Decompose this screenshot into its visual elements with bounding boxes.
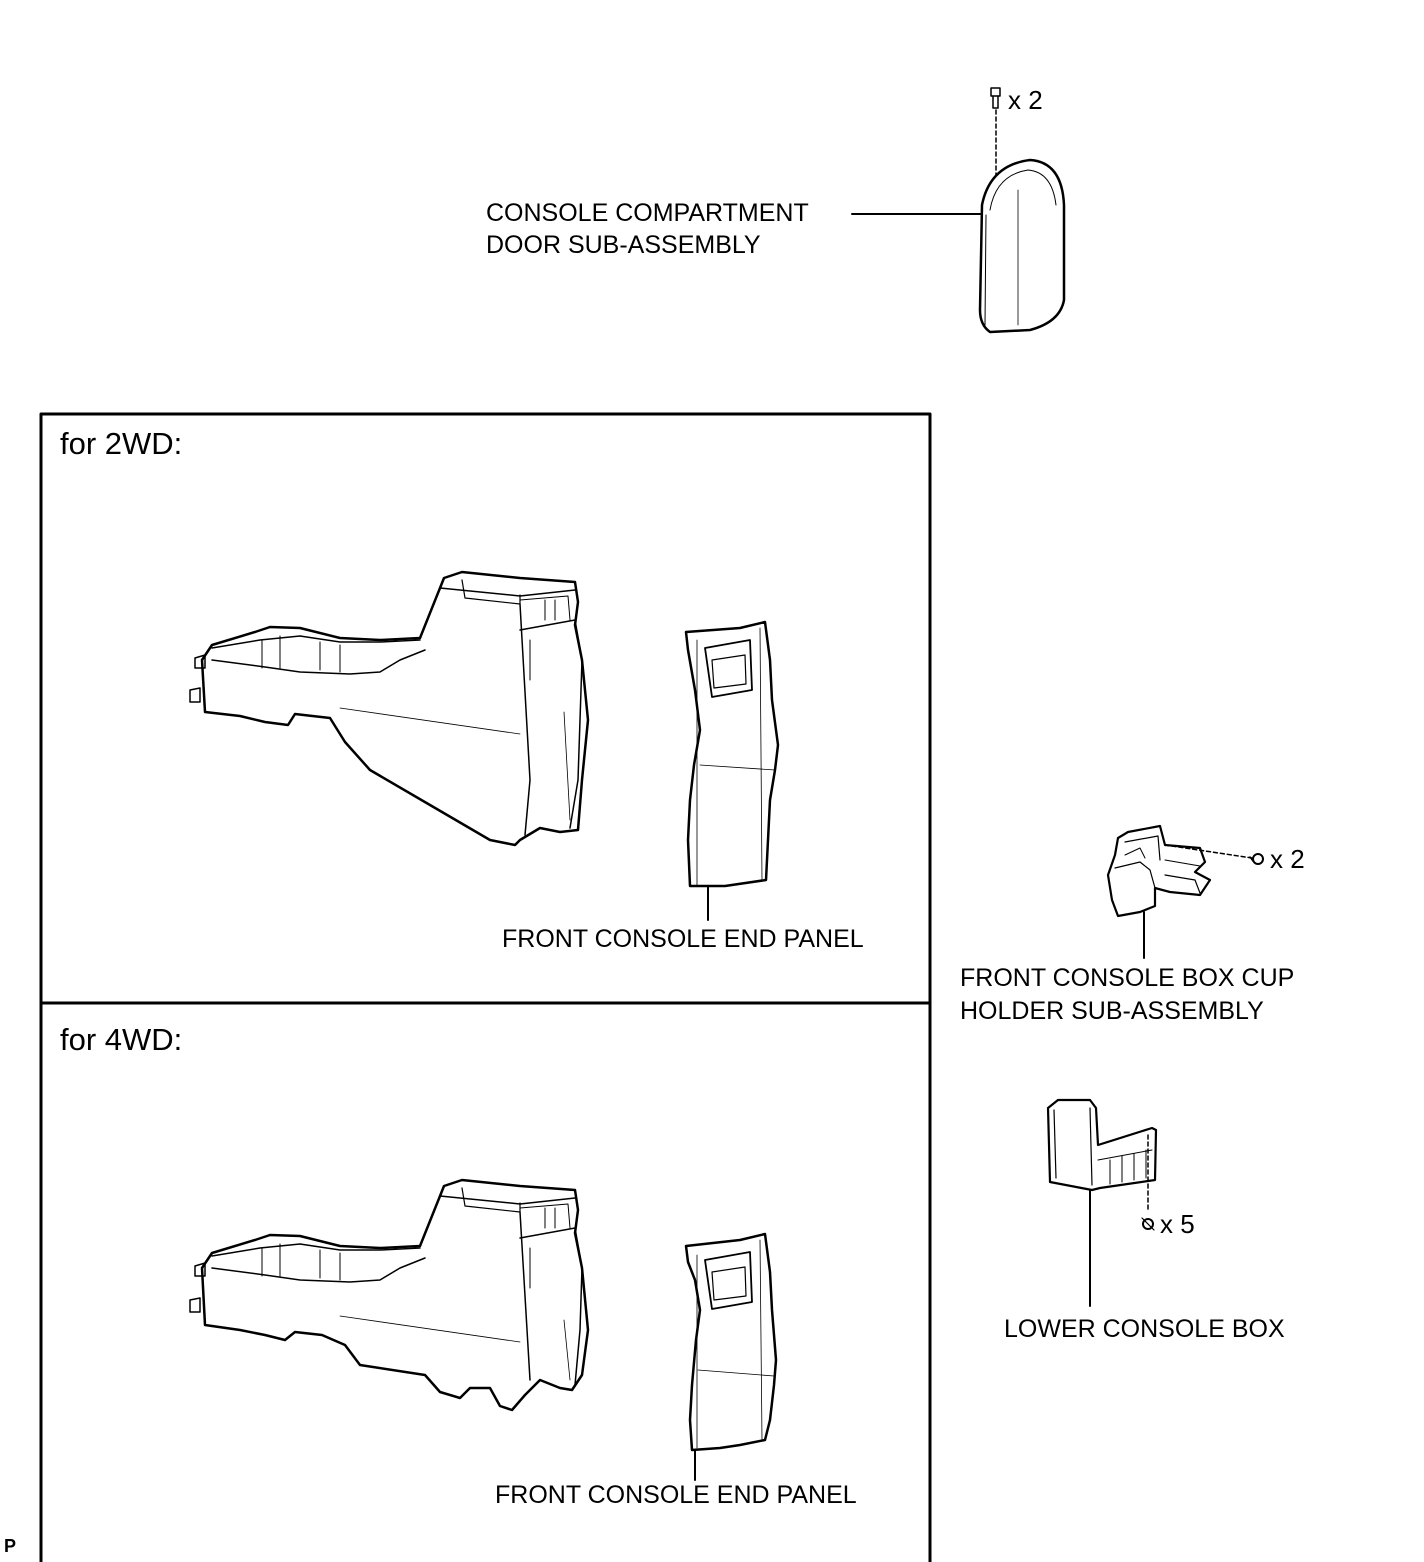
compartment-door-illustration xyxy=(978,158,1066,334)
door-screw-icon xyxy=(990,87,1001,109)
compartment-door-label-line2: DOOR SUB-ASSEMBLY xyxy=(486,231,761,259)
end-panel-2wd-label: FRONT CONSOLE END PANEL xyxy=(502,925,864,953)
cup-holder-screw-dashed-line xyxy=(1164,844,1253,859)
cup-holder-label-line1: FRONT CONSOLE BOX CUP xyxy=(960,964,1295,992)
cup-holder-label-line2: HOLDER SUB-ASSEMBLY xyxy=(960,997,1264,1025)
end-panel-4wd-illustration xyxy=(684,1232,778,1452)
ref-code: P xyxy=(4,1536,17,1556)
lower-console-box-illustration xyxy=(1046,1098,1158,1192)
section-box-2wd xyxy=(39,412,932,1005)
end-panel-2wd-illustration xyxy=(684,620,780,888)
end-panel-4wd-label: FRONT CONSOLE END PANEL xyxy=(495,1481,857,1509)
section-box-4wd xyxy=(39,1001,932,1562)
cup-holder-screw-qty: x 2 xyxy=(1270,844,1305,874)
section-title-4wd: for 4WD: xyxy=(60,1022,183,1057)
upper-console-4wd-illustration xyxy=(189,1178,590,1412)
lower-box-label: LOWER CONSOLE BOX xyxy=(1004,1315,1285,1343)
lower-box-screw-qty: x 5 xyxy=(1160,1209,1195,1239)
cup-holder-screw-icon xyxy=(1249,853,1264,865)
cup-holder-illustration xyxy=(1106,824,1212,918)
compartment-door-label-line1: CONSOLE COMPARTMENT xyxy=(486,199,809,227)
section-title-2wd: for 2WD: xyxy=(60,426,183,461)
lower-box-screw-icon xyxy=(1141,1217,1155,1231)
door-screw-qty: x 2 xyxy=(1008,85,1043,115)
upper-console-2wd-illustration xyxy=(189,570,590,847)
